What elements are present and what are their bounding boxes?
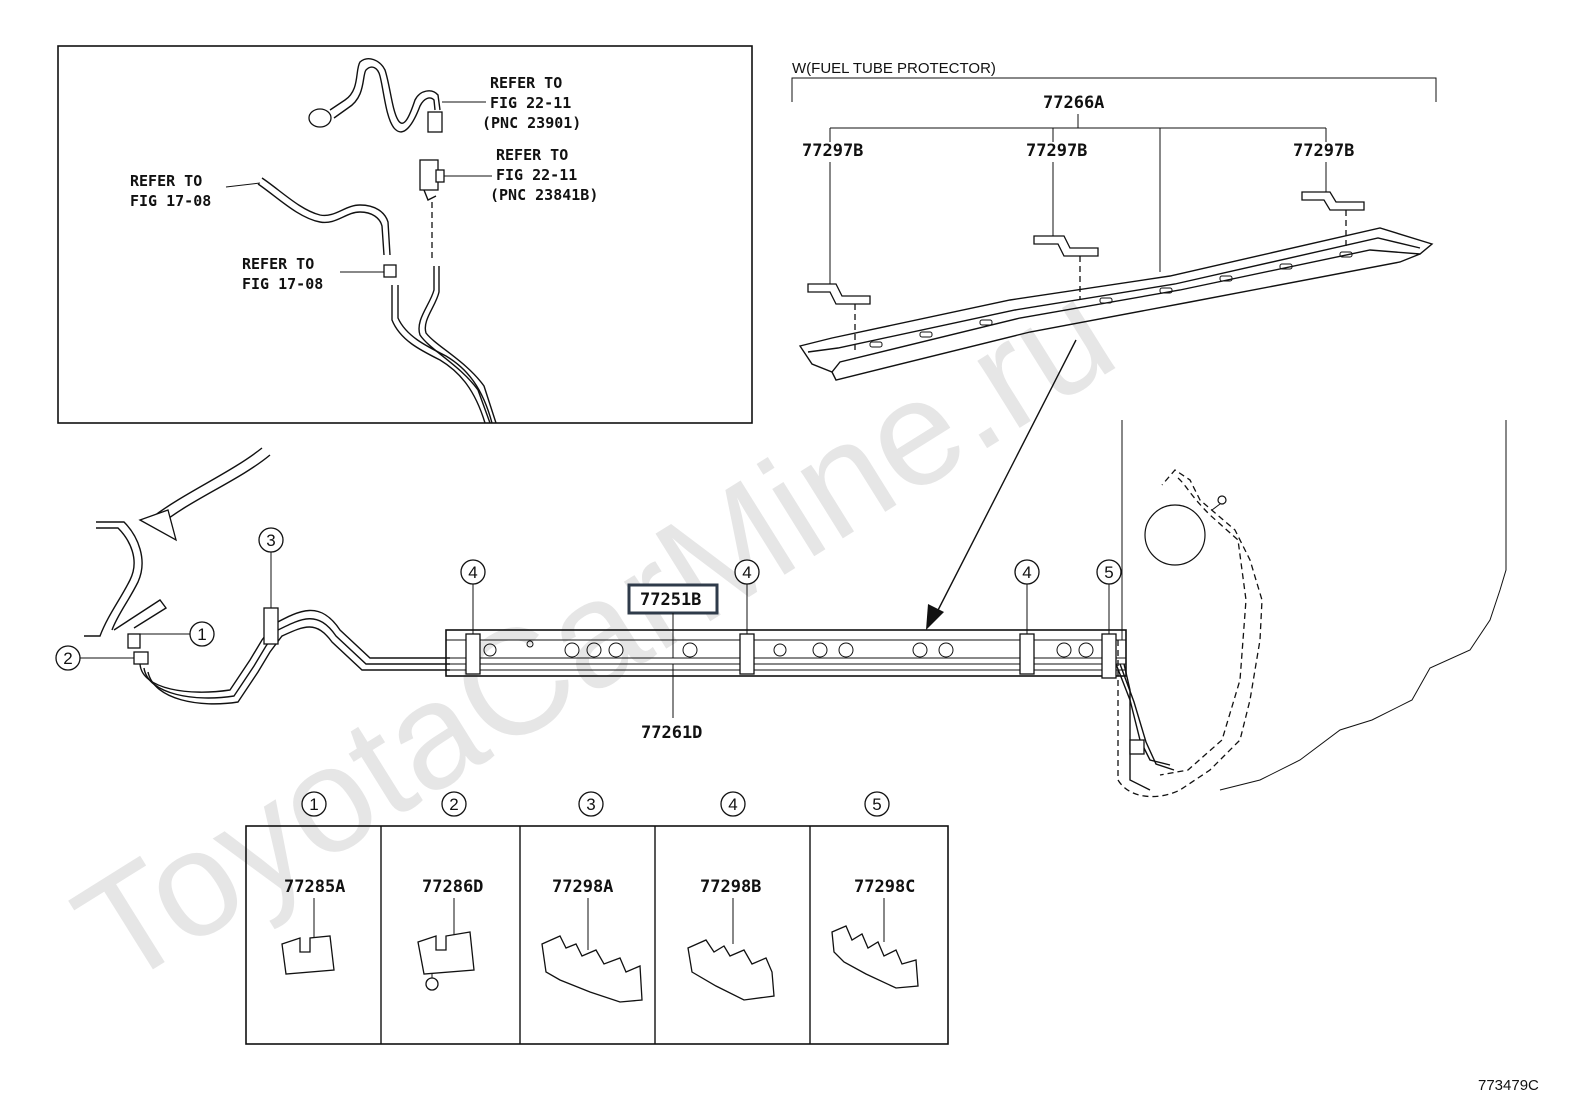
clamp-1-drawing [127,633,141,649]
clamp-cell-2: 2 77286D [417,791,483,991]
ref-label-pnc-23841b: REFER TO FIG 22-11 (PNC 23841B) [490,146,598,204]
ref-label-pnc-23901: REFER TO FIG 22-11 (PNC 23901) [482,74,581,132]
ref-line: FIG 17-08 [130,192,211,210]
bracket-drawing [807,283,871,305]
main-rail [445,629,1127,677]
inset-frame [57,45,753,424]
clamp-3-drawing [263,607,279,645]
protector-title: W(FUEL TUBE PROTECTOR) [792,60,996,77]
connector-drawing [419,159,492,262]
ref-line: REFER TO [496,146,568,164]
ref-line: REFER TO [490,74,562,92]
bracket-leader-lines [829,162,1327,290]
tube-part-number: 77261D [641,723,702,743]
ref-line: (PNC 23841B) [490,186,598,204]
clamp-table: 1 77285A 2 77286D 3 77298A 4 7729 [245,791,949,1045]
ref-line: (PNC 23901) [482,114,581,132]
bracket-part-number: 77297B [802,141,863,161]
ref-line: FIG 17-08 [242,275,323,293]
clamp-4-drawing [1019,633,1035,675]
clamp-number: 3 [586,795,595,814]
rail-holes [483,640,1094,658]
callout-5: 5 [1096,559,1122,634]
clamp-number: 4 [728,795,737,814]
clamp-cell-4: 4 77298B [687,791,775,1001]
inset-tubes-drawing [391,266,497,424]
svg-text:3: 3 [266,531,275,550]
svg-text:5: 5 [1104,563,1113,582]
bracket-drawing [1033,235,1099,257]
tube-part-label: 77261D [641,664,702,743]
inset-panel: REFER TO FIG 22-11 (PNC 23901) REFER TO … [57,45,753,424]
ref-line: FIG 22-11 [496,166,577,184]
assembly-arrow [926,339,1077,630]
clamp-drawing [541,935,643,1003]
clamp-cell-3: 3 77298A [541,791,643,1003]
clamp-number: 5 [872,795,881,814]
clamp-cell-5: 5 77298C [831,791,919,989]
callout-group: 1 2 3 4 4 4 5 [55,527,1122,671]
clamp-cell-1: 1 77285A [281,791,345,975]
clamp-5-drawing [1101,633,1117,679]
assembly-leader-lines [829,114,1327,272]
clamp-drawing [687,939,775,1001]
highlight-box [627,583,719,615]
ref-line: REFER TO [242,255,314,273]
callout-1: 1 [140,621,215,647]
svg-text:4: 4 [1022,563,1031,582]
callout-2: 2 [55,645,134,671]
clamp-number: 2 [449,795,458,814]
assembly-part-number: 77266A [1043,93,1104,113]
fuel-tank-outline [1117,420,1507,798]
clamp-drawing [417,931,475,975]
clamp-part-number: 77298A [552,877,613,897]
clamp-part-number: 77298B [700,877,761,897]
ref-line: REFER TO [130,172,202,190]
highlighted-part-label[interactable]: 77251B [627,583,719,658]
ref-line: FIG 22-11 [490,94,571,112]
highlighted-part-number: 77251B [640,590,701,610]
clamp-4-drawing [739,633,755,675]
clamp-drawing [831,925,919,989]
vapor-tube-drawing [225,177,397,278]
ref-label-fig-17-08-upper: REFER TO FIG 17-08 [130,172,211,210]
svg-text:4: 4 [742,563,751,582]
svg-text:2: 2 [63,649,72,668]
clamp-part-number: 77286D [422,877,483,897]
clamp-drawing [281,935,335,975]
svg-text:4: 4 [468,563,477,582]
callout-4: 4 [1014,559,1040,634]
ref-label-fig-17-08-lower: REFER TO FIG 17-08 [242,255,323,293]
bracket-part-number: 77297B [1293,141,1354,161]
callout-4: 4 [734,559,760,634]
clamp-part-number: 77298C [854,877,915,897]
clamp-table-frame [245,825,949,1045]
bracket-drawing [1301,191,1365,211]
figure-id: 773479C [1478,1077,1539,1094]
clamp-4-drawing [465,633,481,675]
fuel-tube-protector-group: W(FUEL TUBE PROTECTOR) 77266A 77297B 772… [791,60,1437,381]
protector-bracket-line [791,77,1437,102]
clamp-number: 1 [309,795,318,814]
svg-text:1: 1 [197,625,206,644]
bracket-part-number: 77297B [1026,141,1087,161]
direction-arrow-left [138,447,271,542]
clamp-part-number: 77285A [284,877,345,897]
protector-rail-drawing [798,227,1434,381]
bracket-dashed-guides [854,210,1347,350]
callout-4: 4 [460,559,486,634]
filler-hose-drawing [308,58,486,133]
callout-3: 3 [258,527,284,608]
